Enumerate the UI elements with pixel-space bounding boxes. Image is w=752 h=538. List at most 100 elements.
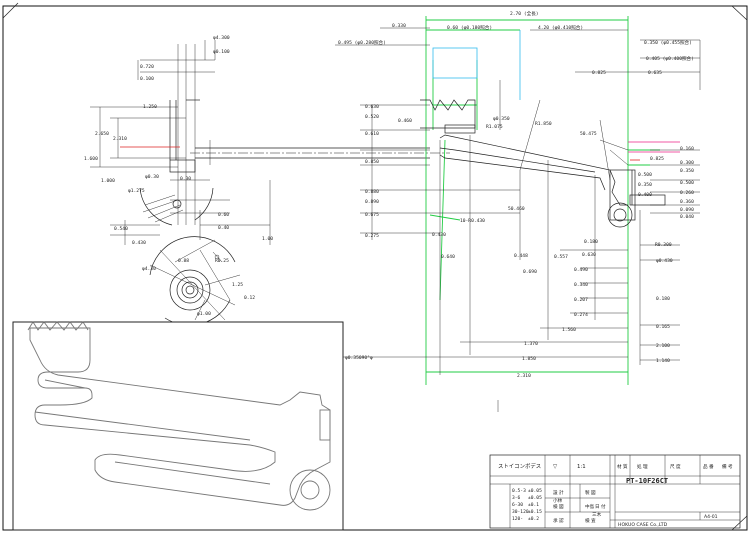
dim-top-2: 0.330 xyxy=(392,23,406,29)
dim-top-4: 4.20 (φ0.410照合) xyxy=(538,24,583,31)
dim-right-4: 0.500 xyxy=(680,180,694,186)
dim-center-10: R1.075 xyxy=(486,124,503,130)
dim-top-9: 0.405 (φ0.400照合) xyxy=(646,55,694,62)
dim-top-8: 0.635 xyxy=(648,70,662,76)
tolerance-value-1: ±0.05 xyxy=(528,488,542,494)
dim-center-2: 0.520 xyxy=(365,114,379,120)
dim-center-7: 0.675 xyxy=(365,212,379,218)
part-preview-panel xyxy=(12,321,344,531)
title-signature-1: 小林 xyxy=(553,497,563,504)
title-sheet-code: A4-01 xyxy=(704,514,718,520)
tolerance-range-3: 6-30 xyxy=(512,502,523,508)
title-approval-date: 日 付 xyxy=(595,503,606,510)
title-approval-design: 設 計 xyxy=(553,489,564,496)
tolerance-value-2: ±0.05 xyxy=(528,495,542,501)
tolerance-range-2: 3-6 xyxy=(512,495,521,501)
dim-right-11: 0.350 xyxy=(638,182,652,188)
dim-small-1: φ1.275 xyxy=(128,188,145,194)
dim-top-7: 0.825 xyxy=(592,70,606,76)
dim-right-24: 1.370 xyxy=(524,341,538,347)
dim-bottom-2: 2.310 xyxy=(517,373,531,379)
dim-center-1: 0.630 xyxy=(365,104,379,110)
dim-center-6: 0.890 xyxy=(365,199,379,205)
dim-top-1: 2.70 (全長) xyxy=(510,10,539,17)
dim-right-16: 0.490 xyxy=(574,267,588,273)
title-approval-inspect: 検 査 xyxy=(585,517,596,524)
corner-mark-top-left xyxy=(2,2,19,19)
dim-right-6: 0.360 xyxy=(680,199,694,205)
dim-center-3: 0.610 xyxy=(365,131,379,137)
dim-left-1: φ4.300 xyxy=(213,35,230,41)
title-signature-3: 三木 xyxy=(592,511,602,518)
dim-center-9: 0.460 xyxy=(398,118,412,124)
dim-right-23: 1.560 xyxy=(562,327,576,333)
tolerance-range-4: 30-120 xyxy=(512,509,529,515)
dim-right-13: R0.300 xyxy=(655,242,672,248)
dim-center-17: 0.448 xyxy=(514,253,528,259)
dim-lower-left-1: φ4.30 xyxy=(142,266,156,272)
dim-center-14: 10-R0.430 xyxy=(460,218,485,224)
dim-left-4: 0.100 xyxy=(140,76,154,82)
dim-left-6: 2.650 xyxy=(95,131,109,137)
dim-bottom-1: 1.850 xyxy=(522,356,536,362)
dim-center-16: 0.640 xyxy=(441,254,455,260)
dim-bottom-3: 0.180 xyxy=(584,239,598,245)
dim-bottom-5: 0.557 xyxy=(554,254,568,260)
title-part-name: ストイコンボデス xyxy=(498,462,541,470)
dim-right-12: 0.400 xyxy=(638,192,652,198)
dim-center-12: 50.460 xyxy=(508,206,525,212)
dim-right-7: 0.090 xyxy=(680,207,694,213)
title-scale: 1:1 xyxy=(577,464,586,470)
dim-right-8: 0.040 xyxy=(680,214,694,220)
title-header-material: 材 質 xyxy=(617,463,628,470)
dim-left-10: 0.540 xyxy=(114,226,128,232)
dim-right-1: 0.160 xyxy=(680,146,694,152)
title-company: HOKUO CASE Co.,LTD xyxy=(618,522,668,528)
dim-right-2: 0.300 xyxy=(680,160,694,166)
title-approval-approve: 承 認 xyxy=(553,517,564,524)
tolerance-value-4: ±0.15 xyxy=(528,509,542,515)
dim-right-19: 0.274 xyxy=(574,312,588,318)
dim-left-7: 2.310 xyxy=(113,136,127,142)
dim-lower-left-5: 0.12 xyxy=(244,295,255,301)
title-drawing-number: PT-10F26CT xyxy=(626,477,668,485)
tolerance-value-3: ±0.1 xyxy=(528,502,539,508)
dim-left-9: 1.000 xyxy=(101,178,115,184)
dim-right-21: 0.180 xyxy=(656,296,670,302)
dim-bottom-4: 0.690 xyxy=(523,269,537,275)
dim-right-9: 0.825 xyxy=(650,156,664,162)
dim-top-6: 0.350 (φ0.455照合) xyxy=(644,39,692,46)
sheet-border xyxy=(2,5,748,531)
dim-right-22: 2.100 xyxy=(656,343,670,349)
dim-left-5: 1.250 xyxy=(143,104,157,110)
corner-mark-top-right xyxy=(731,5,748,21)
dim-center-18: φ0.350 xyxy=(493,116,510,122)
title-header-scale: 尺 度 xyxy=(670,463,681,470)
dim-right-20: 0.165 xyxy=(656,324,670,330)
dim-right-14: φ0.430 xyxy=(656,258,673,264)
dim-center-8: 0.275 xyxy=(365,233,379,239)
dim-lower-left-2: 0.88 xyxy=(178,258,189,264)
title-header-treatment: 処 理 xyxy=(637,463,648,470)
title-approval-drafting: 製 図 xyxy=(585,489,596,496)
dim-right-18: 0.207 xyxy=(574,297,588,303)
dim-right-15: 0.630 xyxy=(582,252,596,258)
dim-right-10: 0.500 xyxy=(638,172,652,178)
dim-center-13: 50.475 xyxy=(580,131,597,137)
dim-center-15: 0.430 xyxy=(432,232,446,238)
lower-left-circle-view xyxy=(149,236,241,326)
title-header-partno: 品 番 xyxy=(703,463,714,470)
dim-left-2: φ0.100 xyxy=(213,49,230,55)
dim-right-17: 0.340 xyxy=(574,282,588,288)
dim-top-5: 0.495 (φ0.280照合) xyxy=(338,39,386,46)
title-mark-symbol: ▽ xyxy=(553,464,558,470)
tolerance-range-1: 0.5-3 xyxy=(512,488,526,494)
dim-small-5: 1.00 xyxy=(262,236,273,242)
title-signature-2: 中島 xyxy=(585,503,595,510)
title-block xyxy=(489,454,741,529)
dim-lower-left-4: 1.25 xyxy=(232,282,243,288)
dim-small-3: 0.60 xyxy=(218,212,229,218)
dim-right-3: 0.350 xyxy=(680,168,694,174)
dim-small-6: 0.30 xyxy=(180,176,191,182)
tolerance-value-5: ±0.2 xyxy=(528,516,539,522)
